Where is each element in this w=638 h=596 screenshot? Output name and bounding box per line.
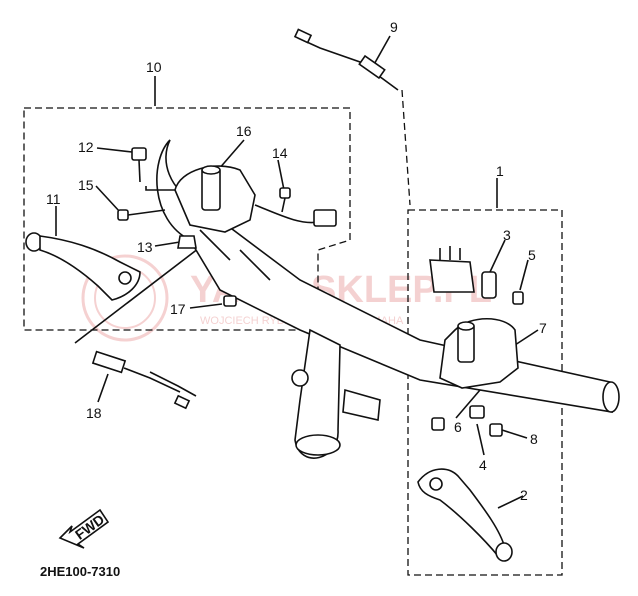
callout-7: 7 bbox=[539, 320, 547, 336]
callout-10: 10 bbox=[146, 59, 162, 75]
callout-17: 17 bbox=[170, 301, 186, 317]
group-box-10 bbox=[23, 107, 351, 331]
callout-3: 3 bbox=[503, 227, 511, 243]
lever-holder-7 bbox=[429, 246, 524, 437]
callout-5: 5 bbox=[528, 247, 536, 263]
callout-13: 13 bbox=[137, 239, 153, 255]
lever-holder-16 bbox=[117, 147, 337, 307]
group-box-1 bbox=[407, 209, 563, 576]
callout-11: 11 bbox=[46, 191, 61, 207]
cable-9 bbox=[293, 28, 399, 91]
callout-labels: 1 2 3 4 5 6 7 8 9 10 11 12 13 14 15 16 1… bbox=[46, 19, 547, 503]
callout-2: 2 bbox=[520, 487, 528, 503]
callout-1: 1 bbox=[496, 163, 504, 179]
callout-12: 12 bbox=[78, 139, 94, 155]
callout-9: 9 bbox=[390, 19, 398, 35]
callout-15: 15 bbox=[78, 177, 94, 193]
fwd-arrow: FWD bbox=[58, 508, 110, 549]
callout-14: 14 bbox=[272, 145, 288, 161]
leader-lines bbox=[55, 35, 539, 509]
callout-16: 16 bbox=[236, 123, 252, 139]
callout-8: 8 bbox=[530, 431, 538, 447]
lever-2 bbox=[417, 468, 513, 562]
callout-4: 4 bbox=[479, 457, 487, 473]
handlebar bbox=[156, 139, 620, 459]
cable-18 bbox=[91, 350, 197, 410]
diagram-code: 2HE100-7310 bbox=[40, 564, 120, 579]
callout-6: 6 bbox=[454, 419, 462, 435]
callout-18: 18 bbox=[86, 405, 102, 421]
lever-11 bbox=[25, 232, 141, 301]
